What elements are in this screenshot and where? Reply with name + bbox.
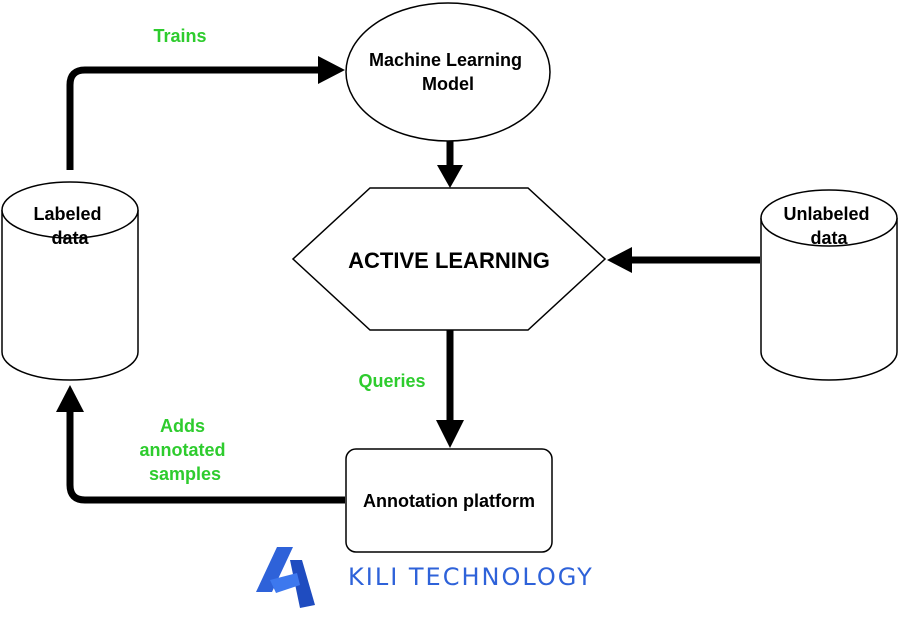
trains-label: Trains — [153, 26, 206, 46]
labeled-data-node: Labeled data — [1, 181, 139, 381]
adds-annotated-samples-label: Adds annotated samples — [139, 416, 230, 484]
svg-text:Labeled data: Labeled data — [33, 204, 106, 248]
unlabeled-data-line-1: Unlabeled — [783, 204, 869, 224]
adds-label-line-1: Adds — [160, 416, 205, 436]
svg-text:Unlabeled data: Unlabeled data — [783, 204, 874, 248]
adds-label-line-3: samples — [149, 464, 221, 484]
unlabeled-data-line-2: data — [810, 228, 848, 248]
machine-learning-model-node: Machine Learning Model — [345, 2, 551, 142]
model-label-line-2: Model — [422, 74, 474, 94]
labeled-data-line-2: data — [51, 228, 89, 248]
adds-label-line-2: annotated — [139, 440, 225, 460]
kili-logo-icon — [256, 547, 315, 608]
annotation-platform-label: Annotation platform — [363, 491, 535, 511]
annotation-platform-node: Annotation platform — [345, 448, 553, 553]
unlabeled-data-node: Unlabeled data — [760, 189, 898, 381]
adds-arrowhead — [56, 385, 84, 412]
labeled-data-line-1: Labeled — [33, 204, 101, 224]
unlabeled-to-active-arrowhead — [607, 247, 632, 273]
adds-arrow — [66, 405, 345, 504]
kili-technology-wordmark: KILI TECHNOLOGY — [348, 563, 594, 591]
queries-arrowhead — [436, 420, 464, 448]
trains-arrowhead — [318, 56, 345, 84]
trains-arrow — [66, 66, 335, 170]
model-to-active-arrowhead — [437, 165, 463, 188]
active-learning-label: ACTIVE LEARNING — [348, 248, 550, 273]
svg-text:Machine Learning Model: Machine Learning Model — [369, 50, 527, 94]
active-learning-node: ACTIVE LEARNING — [291, 187, 607, 331]
model-label-line-1: Machine Learning — [369, 50, 522, 70]
queries-label: Queries — [358, 371, 425, 391]
